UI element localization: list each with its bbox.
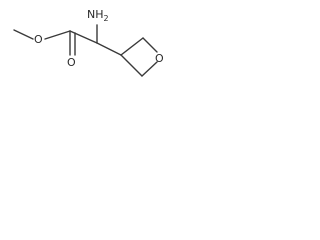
carbonyl-oxygen-label: O bbox=[67, 56, 76, 69]
amine-label: NH2 bbox=[87, 8, 109, 23]
bond-ring-oxygen-bottom bbox=[141, 61, 158, 77]
bond-ester-oxygen-carbonyl bbox=[44, 30, 71, 40]
bond-ring-bottom bbox=[120, 54, 143, 77]
bond-carbonyl-alpha bbox=[69, 30, 98, 44]
bond-methyl-ester-oxygen bbox=[13, 29, 34, 40]
ring-oxygen-label: O bbox=[155, 52, 164, 65]
amine-subscript-text: 2 bbox=[104, 14, 109, 23]
structure-diagram: O O NH2 O bbox=[13, 8, 164, 77]
bond-alpha-ring bbox=[96, 42, 122, 56]
ester-oxygen-label: O bbox=[34, 33, 43, 46]
amine-nh-text: NH bbox=[87, 8, 104, 21]
bond-ring-top-oxygen bbox=[142, 37, 158, 53]
bond-ring-top bbox=[120, 37, 144, 56]
